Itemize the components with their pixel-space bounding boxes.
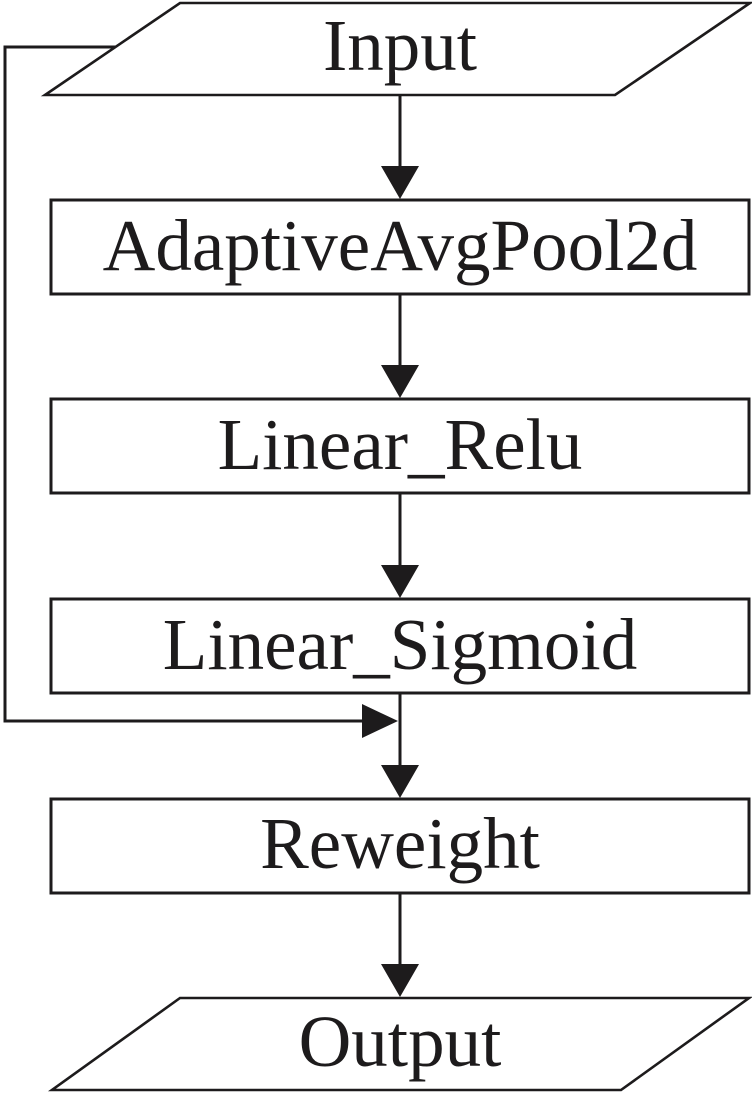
input-node-label: Input [323, 5, 477, 86]
reweight-node-label: Reweight [260, 803, 540, 884]
output-parallelogram-shape [47, 996, 752, 1092]
reweight-box-shape [49, 797, 751, 895]
output-node-label: Output [299, 1001, 502, 1082]
edge-reweight-to-output [381, 893, 419, 997]
node-reweight: Reweight [49, 797, 751, 895]
node-output: Output [47, 996, 752, 1092]
linear-relu-box-shape [49, 397, 751, 495]
edge-skip-connection [3, 45, 398, 738]
arrowhead-down-icon [381, 964, 419, 997]
edge-linear-sigmoid-to-reweight [381, 693, 419, 798]
adaptiveavgpool2d-box-shape [49, 198, 751, 296]
skip-connection-line [3, 45, 363, 723]
linear-relu-node-label: Linear_Relu [218, 404, 583, 485]
node-linear-sigmoid: Linear_Sigmoid [49, 597, 751, 695]
arrowhead-down-icon [381, 166, 419, 199]
arrowhead-down-icon [381, 565, 419, 598]
input-parallelogram-shape [40, 1, 752, 97]
node-adaptiveavgpool2d: AdaptiveAvgPool2d [49, 198, 751, 296]
arrowhead-right-icon [362, 704, 398, 738]
node-input: Input [40, 1, 752, 97]
adaptiveavgpool2d-node-label: AdaptiveAvgPool2d [103, 205, 698, 286]
linear-sigmoid-box-shape [49, 597, 751, 695]
node-linear-relu: Linear_Relu [49, 397, 751, 495]
edge-input-to-adaptiveavgpool2d [381, 95, 419, 199]
edge-adaptiveavgpool2d-to-linear-relu [381, 294, 419, 398]
linear-sigmoid-node-label: Linear_Sigmoid [163, 604, 637, 685]
arrowhead-down-icon [381, 765, 419, 798]
arrowhead-down-icon [381, 365, 419, 398]
edge-linear-relu-to-linear-sigmoid [381, 493, 419, 598]
